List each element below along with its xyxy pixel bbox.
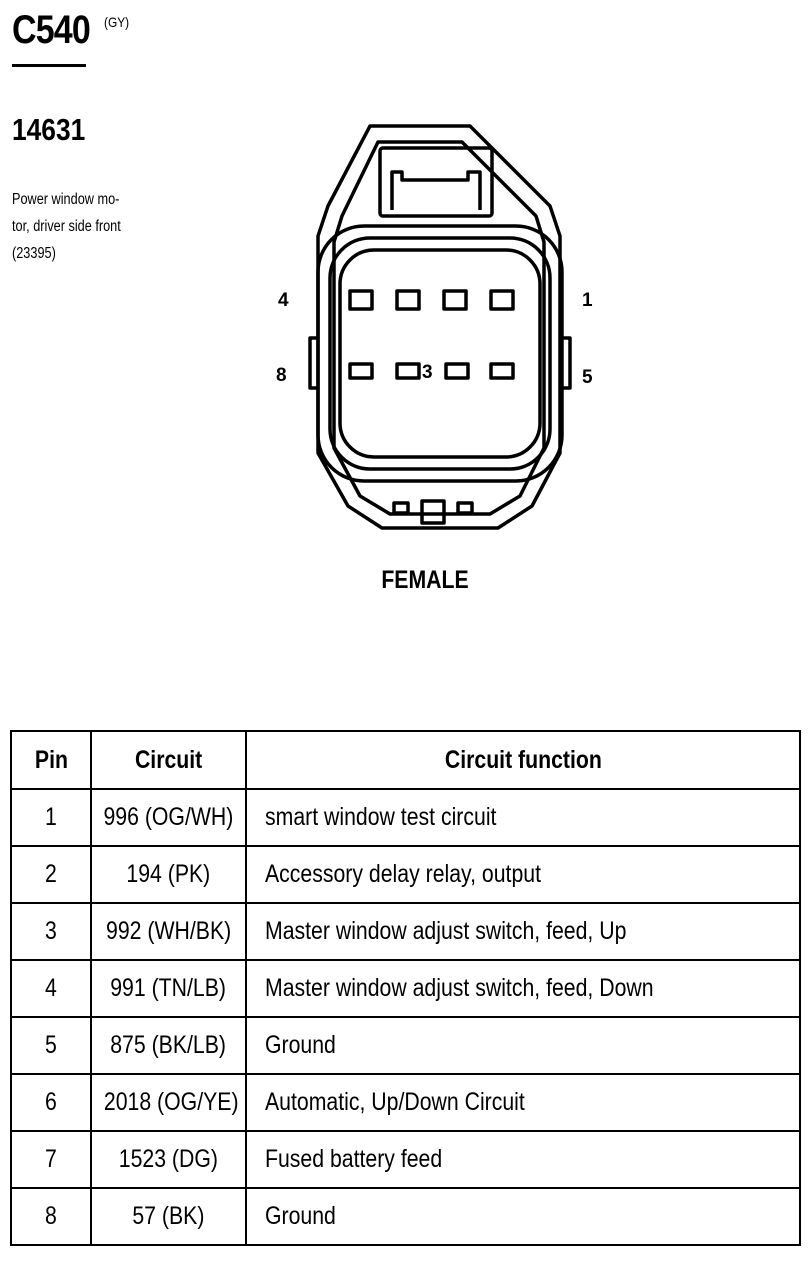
table-row: 5 875 (BK/LB) Ground (10, 1016, 801, 1075)
table-row: 1 996 (OG/WH) smart window test circuit (10, 788, 801, 847)
cell-circuit: 991 (TN/LB) (90, 959, 247, 1018)
header-circuit-function: Circuit function (245, 730, 801, 790)
pin-cavity-8 (348, 362, 374, 380)
table-row: 8 57 (BK) Ground (10, 1187, 801, 1246)
cell-pin: 1 (10, 788, 92, 847)
cell-circuit: 996 (OG/WH) (90, 788, 247, 847)
table-header-row: Pin Circuit Circuit function (10, 730, 801, 790)
cell-pin: 5 (10, 1016, 92, 1075)
connector-id: C540 (12, 8, 91, 52)
cell-function: Fused battery feed (245, 1130, 801, 1189)
pin-label-bottom-right: 5 (582, 367, 593, 388)
cell-pin: 7 (10, 1130, 92, 1189)
locking-tab-latch (390, 170, 482, 210)
key-center (420, 499, 446, 525)
side-notch-left (308, 336, 318, 390)
cavity-frame-inner (338, 248, 542, 459)
housing-outline (316, 124, 562, 530)
cell-pin: 6 (10, 1073, 92, 1132)
cavity-frame-middle (328, 236, 552, 471)
cell-pin: 2 (10, 845, 92, 904)
locking-tab (378, 146, 494, 218)
connector-description: Power window mo- tor, driver side front … (12, 186, 156, 267)
cell-pin: 8 (10, 1187, 92, 1246)
part-number: 14631 (12, 112, 86, 147)
table-row: 6 2018 (OG/YE) Automatic, Up/Down Circui… (10, 1073, 801, 1132)
header-circuit: Circuit (90, 730, 247, 790)
cell-circuit: 194 (PK) (90, 845, 247, 904)
cell-function: Master window adjust switch, feed, Up (245, 902, 801, 961)
header-pin: Pin (10, 730, 92, 790)
cell-function: Master window adjust switch, feed, Down (245, 959, 801, 1018)
cell-function: Accessory delay relay, output (245, 845, 801, 904)
cell-function: Automatic, Up/Down Circuit (245, 1073, 801, 1132)
cell-circuit: 2018 (OG/YE) (90, 1073, 247, 1132)
title-underline (12, 64, 86, 67)
side-notch-right (562, 336, 572, 390)
cell-pin: 3 (10, 902, 92, 961)
pin-cavity-4 (348, 289, 374, 311)
pin-cavity-3-top (395, 289, 421, 311)
pinout-table: Pin Circuit Circuit function 1 996 (OG/W… (10, 730, 801, 1246)
pin-label-top-left: 4 (278, 290, 289, 311)
pin-cavity-7 (395, 362, 421, 380)
cell-circuit: 57 (BK) (90, 1187, 247, 1246)
table-row: 3 992 (WH/BK) Master window adjust switc… (10, 902, 801, 961)
table-row: 2 194 (PK) Accessory delay relay, output (10, 845, 801, 904)
description-line: tor, driver side front (12, 218, 121, 235)
pin-label-middle: 3 (422, 362, 433, 383)
key-right (456, 501, 474, 515)
cell-pin: 4 (10, 959, 92, 1018)
description-line: (23395) (12, 245, 56, 262)
pin-cavity-2 (442, 289, 468, 311)
connector-face-diagram: 3 4 1 8 5 (276, 124, 593, 530)
table-row: 4 991 (TN/LB) Master window adjust switc… (10, 959, 801, 1018)
table-row: 7 1523 (DG) Fused battery feed (10, 1130, 801, 1189)
cell-circuit: 1523 (DG) (90, 1130, 247, 1189)
connector-gender: FEMALE (381, 566, 469, 594)
pin-label-bottom-left: 8 (276, 365, 287, 386)
cell-function: smart window test circuit (245, 788, 801, 847)
cell-function: Ground (245, 1187, 801, 1246)
connector-color-code: (GY) (104, 14, 130, 30)
pin-cavity-6 (444, 362, 470, 380)
cavity-frame-outer (316, 224, 564, 483)
description-line: Power window mo- (12, 191, 120, 208)
housing-inner-outline (332, 140, 546, 516)
cell-function: Ground (245, 1016, 801, 1075)
pin-cavity-1 (489, 289, 515, 311)
cell-circuit: 992 (WH/BK) (90, 902, 247, 961)
key-left (392, 501, 410, 515)
pin-label-top-right: 1 (582, 290, 593, 311)
pin-cavity-5 (489, 362, 515, 380)
cell-circuit: 875 (BK/LB) (90, 1016, 247, 1075)
